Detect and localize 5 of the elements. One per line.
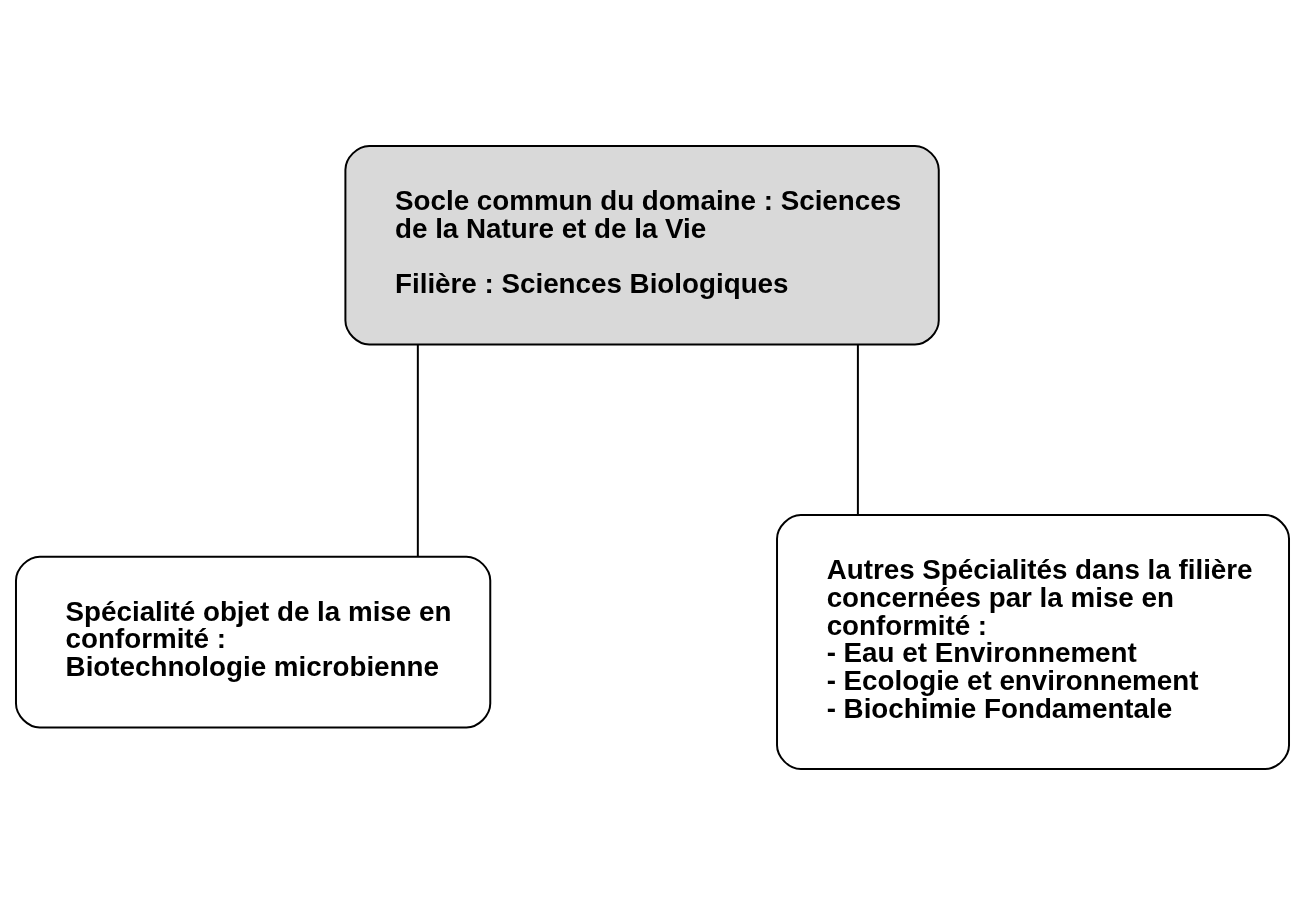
connector: [416, 343, 419, 557]
node-box: Socle commun du domaine : Sciences de la Nature et de la Vie Filière : Sciences Biologiques: [344, 144, 940, 345]
connector: [856, 343, 859, 515]
node-box: Autres Spécialités dans la filière concernées par la mise en conformité : - Eau et Environnement - Ecologie et environnement - Biochimie Fondamentale: [776, 513, 1290, 770]
node-box: Spécialité objet de la mise en conformité : Biotechnologie microbienne: [15, 555, 492, 728]
